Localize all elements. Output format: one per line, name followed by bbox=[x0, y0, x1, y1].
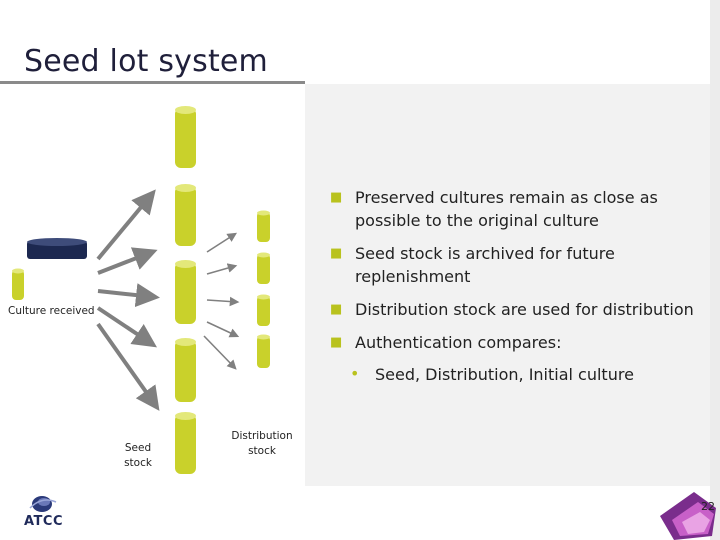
title-underline bbox=[0, 81, 305, 84]
bullet-item: ■ Distribution stock are used for distri… bbox=[330, 300, 694, 319]
sub-bullet-item: • Seed, Distribution, Initial culture bbox=[350, 364, 634, 384]
atcc-logo-icon bbox=[29, 496, 57, 512]
seed-stock-tube-icon bbox=[175, 106, 196, 168]
seed-arrows bbox=[96, 189, 160, 411]
logo-text: ATCC bbox=[24, 514, 64, 529]
square-bullet-icon: ■ bbox=[330, 246, 343, 261]
corner-decoration-icon bbox=[660, 492, 716, 540]
square-bullet-icon: ■ bbox=[330, 190, 343, 205]
seed-stock-tube-icon bbox=[175, 412, 196, 474]
bullet-item: ■ Seed stock is archived for future repl… bbox=[330, 244, 615, 286]
bullet-panel bbox=[305, 84, 710, 486]
culture-received-tube-icon bbox=[12, 268, 24, 300]
culture-received-label: Culture received bbox=[8, 305, 95, 317]
seed-stock-tube-icon bbox=[175, 184, 196, 246]
distribution-arrows bbox=[203, 232, 240, 370]
square-bullet-icon: ■ bbox=[330, 335, 343, 350]
distribution-stock-tube-icon bbox=[257, 294, 270, 326]
dot-bullet-icon: • bbox=[350, 364, 360, 383]
bullet-item: ■ Preserved cultures remain as close as … bbox=[330, 188, 658, 230]
square-bullet-icon: ■ bbox=[330, 302, 343, 317]
petri-dish-icon bbox=[27, 238, 87, 259]
seed-stock-label: Seed stock bbox=[124, 442, 152, 469]
slide-edge-bar bbox=[710, 0, 720, 540]
distribution-stock-tube-icon bbox=[257, 334, 270, 368]
page-number: 22 bbox=[701, 500, 715, 513]
bullet-item: ■ Authentication compares: bbox=[330, 333, 562, 352]
seed-stock-tube-icon bbox=[175, 260, 196, 324]
distribution-stock-tube-icon bbox=[257, 210, 270, 242]
distribution-stock-tube-icon bbox=[257, 252, 270, 284]
distribution-stock-label: Distribution stock bbox=[231, 430, 293, 457]
seed-stock-tube-icon bbox=[175, 338, 196, 402]
slide-title: Seed lot system bbox=[24, 44, 268, 79]
seed-lot-diagram bbox=[12, 106, 270, 474]
